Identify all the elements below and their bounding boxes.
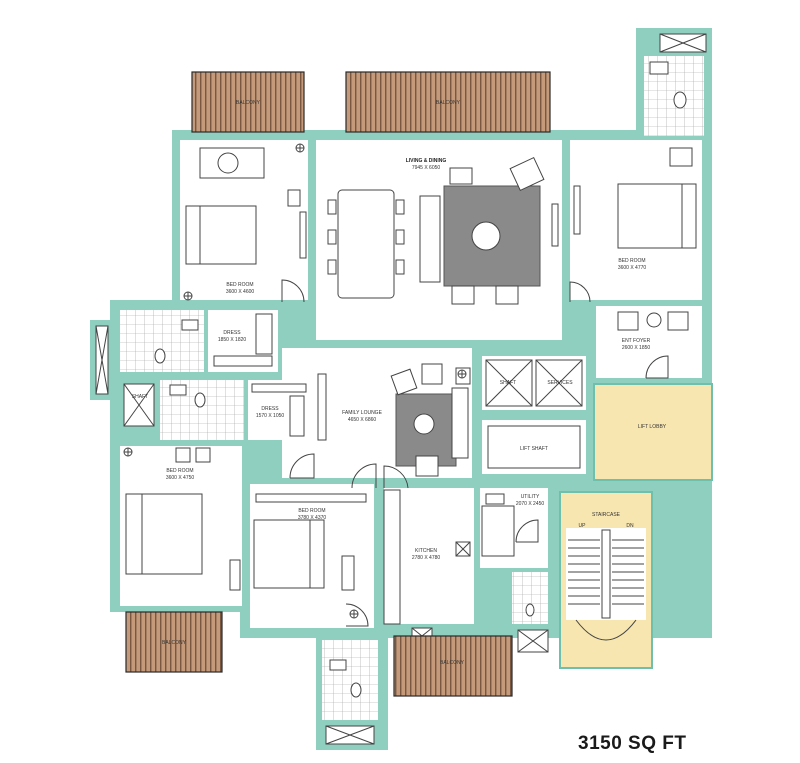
label-utility-dim: 2070 X 2450 <box>516 501 545 507</box>
label-balcony-bottom-left: BALCONY <box>162 640 187 646</box>
area-label: 3150 SQ FT <box>578 733 687 754</box>
label-shaft-1: SHAFT <box>132 394 148 400</box>
label-bedroom-4-dim: 3780 X 4370 <box>298 515 327 521</box>
label-stair-up: UP <box>579 523 587 529</box>
balconies <box>125 71 551 697</box>
doors <box>281 279 669 627</box>
toilets <box>120 56 704 720</box>
label-utility: UTILITY <box>521 494 540 500</box>
label-bedroom-3: BED ROOM <box>166 468 193 474</box>
label-dress-1-dim: 1850 X 1820 <box>218 337 247 343</box>
label-dress-2-dim: 1570 X 1050 <box>256 413 285 419</box>
label-ent-foyer: ENT FOYER <box>622 338 651 344</box>
label-living-dining-dim: 7945 X 6050 <box>412 165 441 171</box>
label-living-dining: LIVING & DINING <box>406 158 447 164</box>
label-lift-shaft: LIFT SHAFT <box>520 446 548 452</box>
label-stair-dn: DN <box>626 523 634 529</box>
label-balcony-top-right: BALCONY <box>436 100 461 106</box>
label-kitchen-dim: 2780 X 4780 <box>412 555 441 561</box>
label-ent-foyer-dim: 2600 X 1850 <box>622 345 651 351</box>
label-bedroom-1-dim: 3600 X 4600 <box>226 289 255 295</box>
label-family-lounge-dim: 4650 X 6860 <box>348 417 377 423</box>
label-staircase: STAIRCASE <box>592 512 621 518</box>
label-kitchen: KITCHEN <box>415 548 437 554</box>
label-dress-1: DRESS <box>223 330 241 336</box>
label-family-lounge: FAMILY LOUNGE <box>342 410 382 416</box>
label-bedroom-3-dim: 3600 X 4750 <box>166 475 195 481</box>
furniture <box>125 147 697 641</box>
label-lift-lobby: LIFT LOBBY <box>638 424 667 430</box>
label-bedroom-2-dim: 3600 X 4770 <box>618 265 647 271</box>
label-dress-2: DRESS <box>261 406 279 412</box>
label-balcony-bottom-mid: BALCONY <box>440 660 465 666</box>
label-bedroom-2: BED ROOM <box>618 258 645 264</box>
label-bedroom-1: BED ROOM <box>226 282 253 288</box>
fixture-markers <box>123 143 467 619</box>
room-labels: BALCONY BALCONY LIVING & DINING 7945 X 6… <box>132 100 667 666</box>
label-shaft-2: SHAFT <box>500 380 516 386</box>
label-services: SERVICES <box>547 380 573 386</box>
label-bedroom-4: BED ROOM <box>298 508 325 514</box>
label-balcony-top-left: BALCONY <box>236 100 261 106</box>
